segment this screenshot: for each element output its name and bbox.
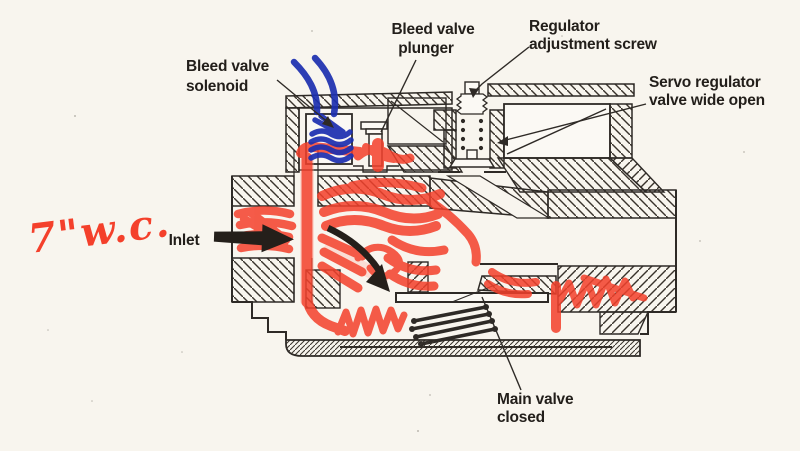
mid-chamber-divider (390, 100, 444, 143)
solenoid-wire-right (311, 54, 339, 118)
printed-labels: Bleed valve solenoid Bleed valve plunger… (169, 18, 766, 426)
leader-main-valve (481, 296, 522, 391)
bottom-right-step (599, 311, 650, 335)
valve-body (231, 81, 677, 357)
leader-lines (276, 46, 647, 391)
plunger-seat (353, 165, 399, 173)
label-bleed-valve-solenoid-line2: solenoid (186, 78, 248, 95)
main-valve-disc (395, 292, 549, 303)
inlet-lower-wall (231, 257, 295, 303)
label-regulator-screw-line2: adjustment screw (529, 36, 658, 53)
diaphragm-lever (506, 108, 607, 155)
left-bottom-outline (232, 301, 287, 340)
flow-arrow-head (366, 264, 390, 292)
housing-left-wall (285, 107, 300, 173)
label-inlet: Inlet (169, 232, 200, 249)
paper-noise (47, 30, 745, 432)
leader-bleed-valve-plunger (380, 59, 417, 133)
screw-wall-left-upper (433, 109, 457, 131)
servo-down-passage (445, 175, 552, 219)
flow-arrow-curve (326, 225, 383, 274)
label-servo-valve-line2: valve wide open (649, 92, 765, 109)
leader-arrowhead-servo (497, 136, 508, 146)
label-main-valve-line2: closed (497, 409, 545, 426)
label-bleed-valve-plunger-line1: Bleed valve (391, 21, 475, 38)
right-bottom-outline (640, 311, 676, 335)
leader-arrowhead-screw (469, 88, 479, 98)
label-bleed-valve-plunger-line2: plunger (398, 40, 454, 57)
inlet-arrow (213, 224, 294, 253)
leader-bleed-valve-solenoid (276, 79, 331, 125)
red-marker-highlight (233, 138, 648, 338)
label-regulator-screw-line1: Regulator (529, 18, 600, 35)
solenoid-wire-left (290, 58, 321, 116)
leader-regulator-screw (474, 46, 530, 92)
body-top-band-left (231, 175, 295, 207)
leader-arrowhead-solenoid (322, 116, 334, 128)
body-top-band-right (547, 189, 677, 219)
screw-wall-left-lower (443, 129, 457, 169)
servo-valve-stem (466, 149, 478, 160)
label-servo-valve-line1: Servo regulator (649, 74, 761, 91)
solenoid-coil-scribble (308, 113, 354, 164)
leader-servo-valve (501, 103, 647, 142)
adjustment-screw-thread (455, 93, 489, 115)
bleed-pipe-channel (293, 150, 319, 302)
flow-arrows (213, 224, 390, 292)
top-cover-right (487, 83, 635, 97)
label-main-valve-line1: Main valve (497, 391, 574, 408)
red-spring-scribble-left (334, 305, 408, 338)
servo-valve-disc (448, 158, 496, 168)
red-center-scribble (317, 177, 481, 293)
bottom-shell (285, 339, 641, 357)
regulator-spring (460, 118, 484, 151)
top-cover-left (285, 91, 453, 109)
label-bleed-valve-solenoid-line1: Bleed valve (186, 58, 270, 75)
blue-marker-wires (290, 54, 354, 164)
